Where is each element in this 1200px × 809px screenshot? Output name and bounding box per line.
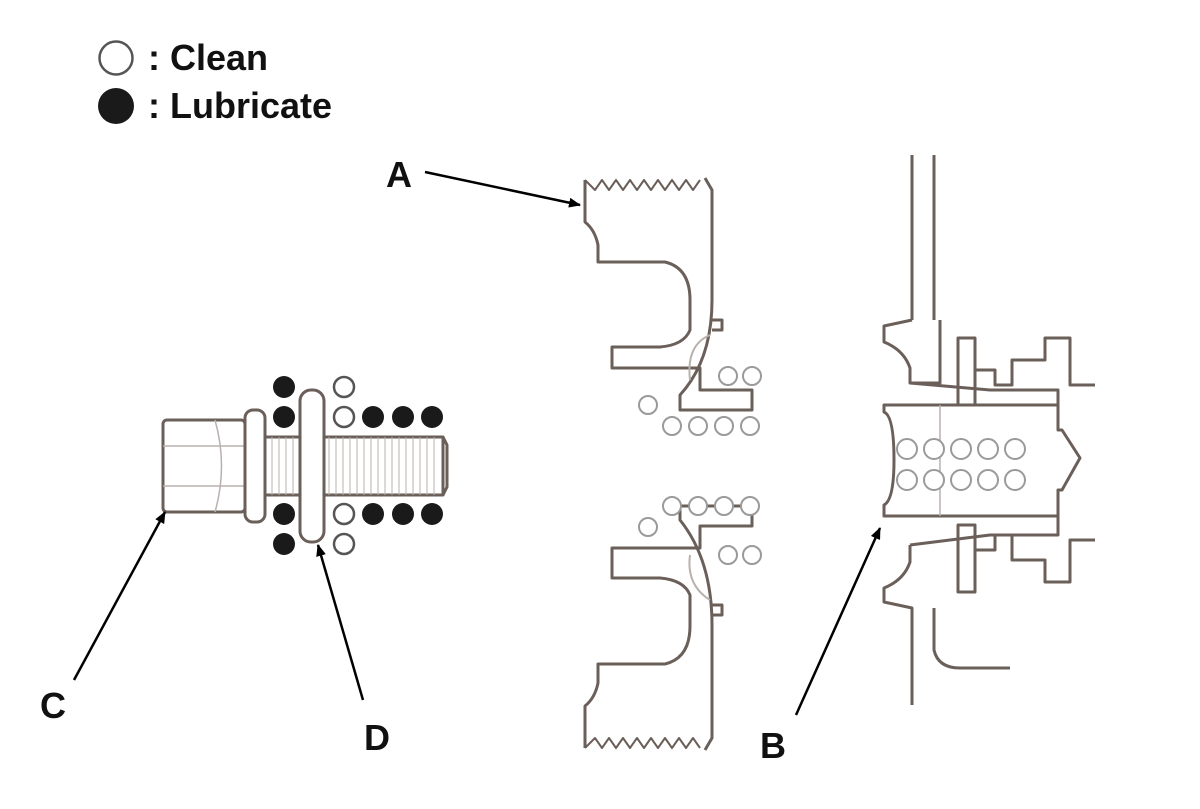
flange-bolt [161, 408, 449, 524]
pulley [583, 177, 754, 751]
crankshaft-clean-markers [896, 438, 1026, 491]
legend-clean: : Clean [96, 36, 268, 80]
crankshaft-end [882, 155, 1095, 705]
legend-clean-label: : Clean [148, 37, 269, 78]
bolt-clean-markers [332, 375, 356, 556]
callout-d-label: D [364, 717, 390, 758]
arrow-c [72, 511, 167, 681]
filled-circle-icon [98, 88, 134, 124]
arrow-d [316, 544, 365, 701]
bolt-lubricate-markers [273, 376, 443, 555]
washer [298, 388, 326, 544]
arrow-a [424, 170, 581, 208]
callout-a-label: A [386, 154, 412, 195]
legend-lubricate: : Lubricate [96, 84, 332, 128]
pulley-clean-markers [638, 366, 762, 565]
open-circle-icon [98, 40, 134, 76]
callout-c-label: C [40, 685, 66, 726]
leader-arrows [72, 170, 882, 716]
legend-lubricate-label: : Lubricate [148, 85, 333, 126]
callout-b-label: B [760, 725, 786, 766]
arrow-b [794, 527, 882, 716]
